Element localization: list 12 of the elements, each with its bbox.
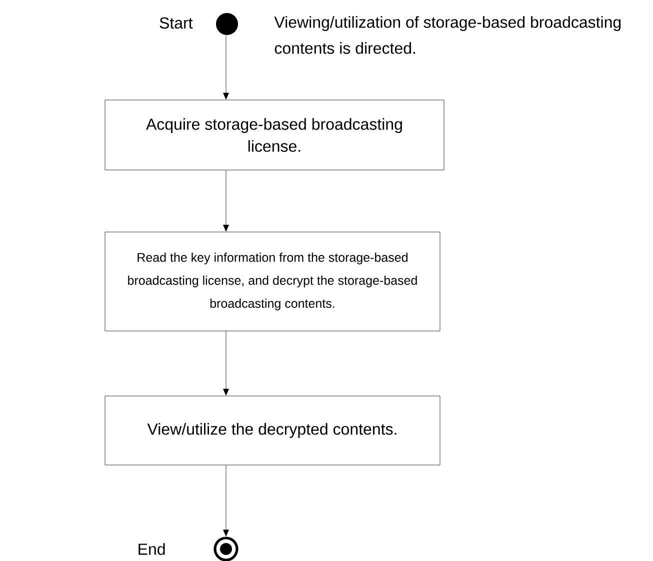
state-label: End (138, 543, 165, 555)
state-label: Start (160, 17, 193, 29)
start-dot (216, 13, 238, 35)
arrow (223, 35, 229, 100)
arrow (223, 170, 229, 232)
arrow (223, 465, 229, 536)
process-box: Acquire storage-based broadcasting license. (104, 100, 444, 170)
process-box: View/utilize the decrypted contents. (104, 396, 440, 466)
arrow (223, 331, 229, 396)
process-box: Read the key information from the storage-based broadcasting license, and decrypt the storage-based broadcasting contents. (104, 232, 440, 332)
end-bullseye (214, 536, 238, 561)
note-text: Viewing/utilization of storage-based broadcasting contents is directed. (274, 16, 621, 54)
